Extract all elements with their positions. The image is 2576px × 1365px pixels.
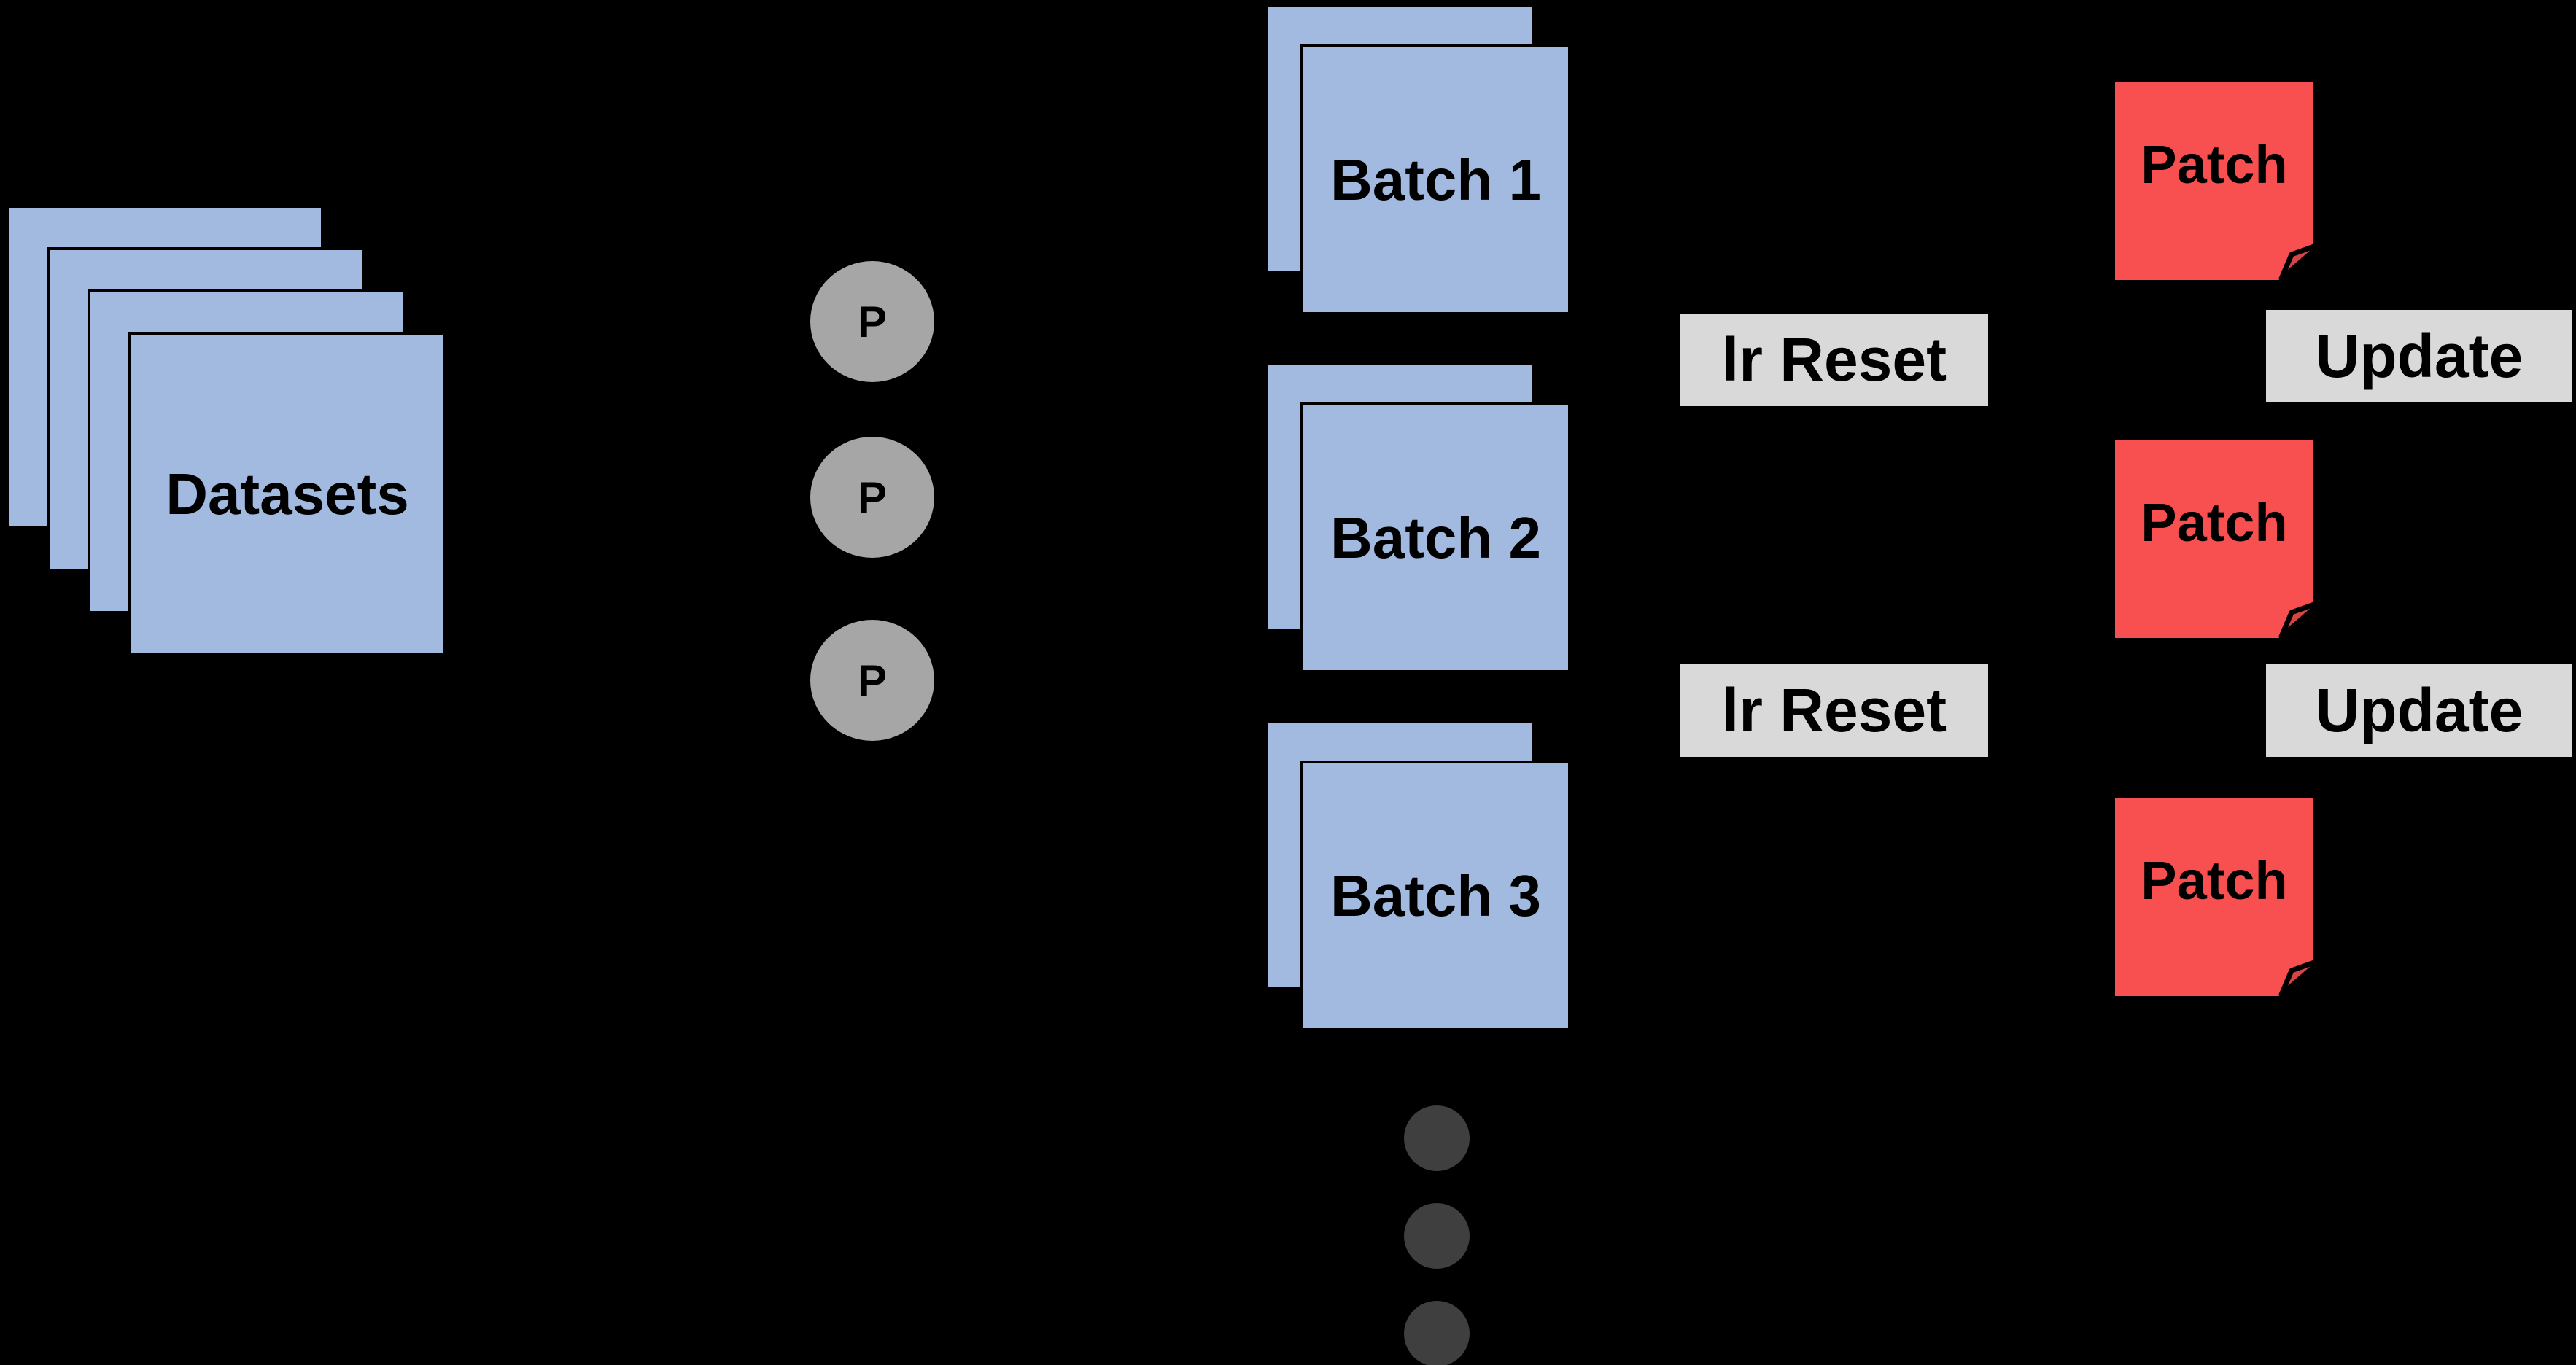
patch-note-1-label: Patch <box>2141 133 2288 195</box>
batch-3-label: Batch 3 <box>1330 863 1541 928</box>
process-node-2-label: P <box>857 472 888 522</box>
batch-2-label: Batch 2 <box>1330 505 1541 570</box>
patch-note-2: Patch <box>2115 440 2325 639</box>
patch-note-paper <box>2115 798 2313 996</box>
patch-note-2-shape <box>2115 440 2325 639</box>
patch-note-1-shape <box>2115 82 2325 281</box>
process-node-3-label: P <box>857 656 888 705</box>
lr-reset-badge-2: lr Reset <box>1680 664 1988 757</box>
patch-note-3-shape <box>2115 798 2325 998</box>
datasets-label: Datasets <box>166 461 409 526</box>
batch-1-card-front: Batch 1 <box>1300 44 1571 315</box>
ellipsis-dot-2 <box>1404 1203 1470 1269</box>
process-node-1-label: P <box>857 297 888 346</box>
batch-3-card-front: Batch 3 <box>1300 761 1571 1031</box>
lr-reset-badge-1: lr Reset <box>1680 314 1988 406</box>
folded-corner-icon <box>2278 599 2325 639</box>
process-node-2: P <box>810 437 934 558</box>
ellipsis-dot-1 <box>1404 1105 1470 1171</box>
process-node-1: P <box>810 261 934 382</box>
patch-note-3-label: Patch <box>2141 849 2288 911</box>
update-badge-2-label: Update <box>2315 676 2523 744</box>
update-badge-1-label: Update <box>2315 322 2523 390</box>
batch-2-card-front: Batch 2 <box>1300 402 1571 673</box>
ellipsis-dot-3 <box>1404 1301 1470 1365</box>
folded-corner-icon <box>2278 241 2325 281</box>
patch-note-paper <box>2115 82 2313 280</box>
update-badge-2: Update <box>2266 664 2572 757</box>
lr-reset-badge-2-label: lr Reset <box>1721 676 1947 744</box>
batch-1-label: Batch 1 <box>1330 147 1541 212</box>
patch-note-1: Patch <box>2115 82 2325 281</box>
patch-note-3: Patch <box>2115 798 2325 998</box>
process-node-3: P <box>810 620 934 741</box>
folded-corner-icon <box>2278 957 2325 998</box>
patch-note-2-label: Patch <box>2141 491 2288 553</box>
dataset-card-front: Datasets <box>128 332 446 656</box>
lr-reset-badge-1-label: lr Reset <box>1721 325 1947 394</box>
patch-note-paper <box>2115 440 2313 638</box>
update-badge-1: Update <box>2266 310 2572 402</box>
